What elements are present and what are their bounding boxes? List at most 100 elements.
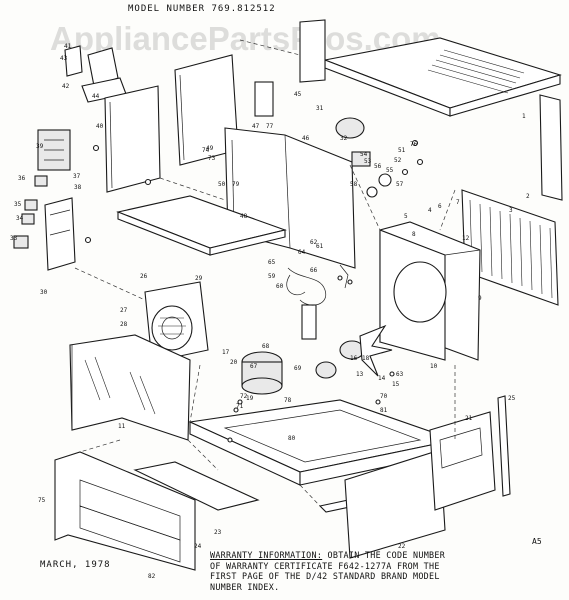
callout-number: 76 — [410, 141, 418, 148]
callout-number: 11 — [118, 423, 126, 430]
warranty-text: FIRST PAGE OF THE D/42 STANDARD BRAND MO… — [210, 571, 440, 581]
callout-number: 61 — [316, 243, 324, 250]
callout-number: 51 — [398, 147, 406, 154]
callout-number: 8 — [412, 231, 416, 238]
callout-number: 19 — [246, 395, 254, 402]
callout-number: 68 — [262, 343, 270, 350]
back-panel — [299, 19, 326, 83]
model-number-heading: MODEL NUMBER 769.812512 — [128, 4, 276, 14]
callout-number: 22 — [398, 543, 406, 550]
callout-number: 29 — [195, 275, 203, 282]
callout-number: 81 — [380, 407, 388, 414]
callout-number: 17 — [222, 349, 230, 356]
callout-number: 58 — [350, 181, 358, 188]
callout-number: 80 — [288, 435, 296, 442]
callout-number: 75 — [38, 497, 46, 504]
callout-number: 31 — [316, 105, 324, 112]
callout-number: 20 — [230, 359, 238, 366]
callout-number: 9 — [478, 295, 482, 302]
callout-number: 18 — [362, 355, 370, 362]
callout-number: 49 — [206, 145, 214, 152]
callout-number: 5 — [404, 213, 408, 220]
callout-number: 27 — [120, 307, 128, 314]
callout-number: 79 — [232, 181, 240, 188]
capacitor-and-motor — [301, 304, 393, 379]
callout-number: 2 — [526, 193, 530, 200]
callout-number: 33 — [10, 235, 18, 242]
callout-number: 53 — [364, 158, 372, 165]
condenser-coil — [461, 189, 559, 306]
callout-number: 21 — [465, 415, 473, 422]
page-code: A5 — [532, 537, 542, 546]
callout-number: 67 — [250, 363, 258, 370]
top-cover-panel — [323, 37, 562, 117]
compressor — [241, 351, 283, 395]
revision-date: MARCH, 1978 — [40, 560, 111, 570]
callout-number: 59 — [268, 273, 276, 280]
drain-tray — [116, 195, 287, 256]
callout-number: 45 — [294, 91, 302, 98]
callout-number: 35 — [14, 201, 22, 208]
callout-number: 4 — [428, 207, 432, 214]
callout-number: 69 — [294, 365, 302, 372]
callout-number: 30 — [40, 289, 48, 296]
callout-number: 82 — [148, 573, 156, 580]
left-side-panel — [104, 85, 161, 193]
warranty-heading: WARRANTY INFORMATION: — [210, 550, 323, 560]
callout-number: 40 — [96, 123, 104, 130]
front-panel-bottom — [54, 451, 196, 571]
callout-number: 10 — [430, 363, 438, 370]
fan-motor-upper — [335, 117, 392, 198]
callout-number: 32 — [340, 135, 348, 142]
right-side-bracket — [539, 94, 563, 201]
callout-number: 13 — [356, 371, 364, 378]
callout-number: 77 — [266, 123, 274, 130]
warranty-line: WARRANTY INFORMATION: OBTAIN THE CODE NU… — [210, 550, 560, 561]
callout-number: 28 — [120, 321, 128, 328]
warranty-information: WARRANTY INFORMATION: OBTAIN THE CODE NU… — [210, 550, 560, 592]
callout-number: 44 — [92, 93, 100, 100]
warranty-text: NUMBER INDEX. — [210, 581, 280, 592]
callout-number: 71 — [236, 403, 244, 410]
callout-number: 25 — [508, 395, 516, 402]
callout-number: 57 — [396, 181, 404, 188]
warranty-text: OF WARRANTY CERTIFICATE F642-1277A FROM … — [210, 560, 440, 571]
right-side-panel-bottom — [344, 395, 511, 559]
warranty-text: OBTAIN THE CODE NUMBER — [322, 550, 446, 560]
callout-number: 74 — [202, 147, 210, 154]
callout-number: 26 — [140, 273, 148, 280]
callout-number: 66 — [310, 267, 318, 274]
fastener-hardware — [84, 139, 424, 443]
upper-rear-panel — [174, 54, 274, 166]
assembly-guide-lines — [74, 39, 456, 507]
callout-number: 34 — [16, 215, 24, 222]
callout-number: 15 — [392, 381, 400, 388]
callout-number: 72 — [240, 393, 248, 400]
callout-number: 37 — [73, 173, 81, 180]
callout-number: 7 — [456, 199, 460, 206]
callout-number: 64 — [298, 249, 306, 256]
callout-number: 14 — [378, 375, 386, 382]
callout-number: 6 — [438, 203, 442, 210]
callout-number: 42 — [62, 83, 70, 90]
callout-number: 3 — [509, 207, 513, 214]
warranty-line: OF WARRANTY CERTIFICATE F642-1277A FROM … — [210, 561, 560, 572]
callout-number: 73 — [208, 155, 216, 162]
callout-number: 1 — [522, 113, 526, 120]
callout-number: 39 — [36, 143, 44, 150]
callout-number: 50 — [218, 181, 226, 188]
callout-number: 65 — [268, 259, 276, 266]
callout-number: 43 — [60, 55, 68, 62]
callout-number: 70 — [380, 393, 388, 400]
callout-number: 60 — [276, 283, 284, 290]
callout-number: 56 — [374, 163, 382, 170]
callout-number: 55 — [386, 167, 394, 174]
callout-numbers: 1234567891011121314151617181920212223242… — [10, 43, 530, 580]
callout-number: 52 — [394, 157, 402, 164]
callout-number: 23 — [214, 529, 222, 536]
callout-number: 36 — [18, 175, 26, 182]
callout-number: 54 — [360, 151, 368, 158]
callout-number: 38 — [74, 184, 82, 191]
